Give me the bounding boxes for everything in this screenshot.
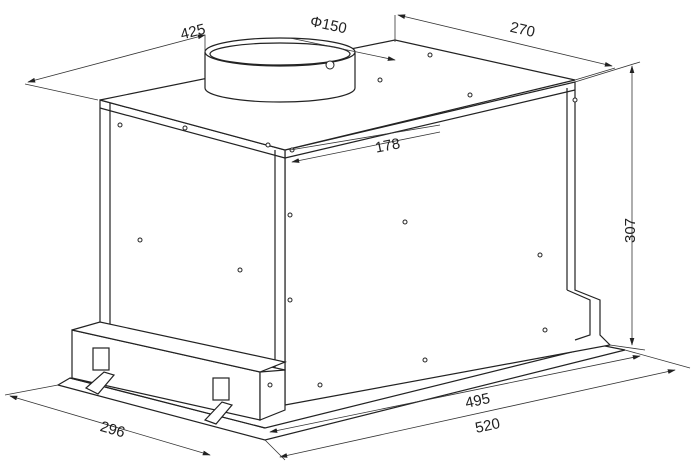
dim-296: 296 xyxy=(98,418,127,441)
dimension-labels: 425 Φ150 270 178 307 495 520 296 xyxy=(98,13,639,441)
dimension-lines xyxy=(4,14,691,461)
dim-495: 495 xyxy=(464,390,492,412)
dim-307: 307 xyxy=(622,218,639,243)
dim-520: 520 xyxy=(474,415,502,437)
right-clip xyxy=(212,377,230,401)
dim-270: 270 xyxy=(508,19,536,41)
left-clip xyxy=(92,347,110,371)
duct-collar xyxy=(204,37,356,103)
dim-178: 178 xyxy=(374,135,402,156)
dim-425: 425 xyxy=(179,21,207,44)
right-side-panel xyxy=(284,81,612,406)
dim-duct-diameter: Φ150 xyxy=(309,13,349,37)
screw-holes xyxy=(117,52,578,388)
